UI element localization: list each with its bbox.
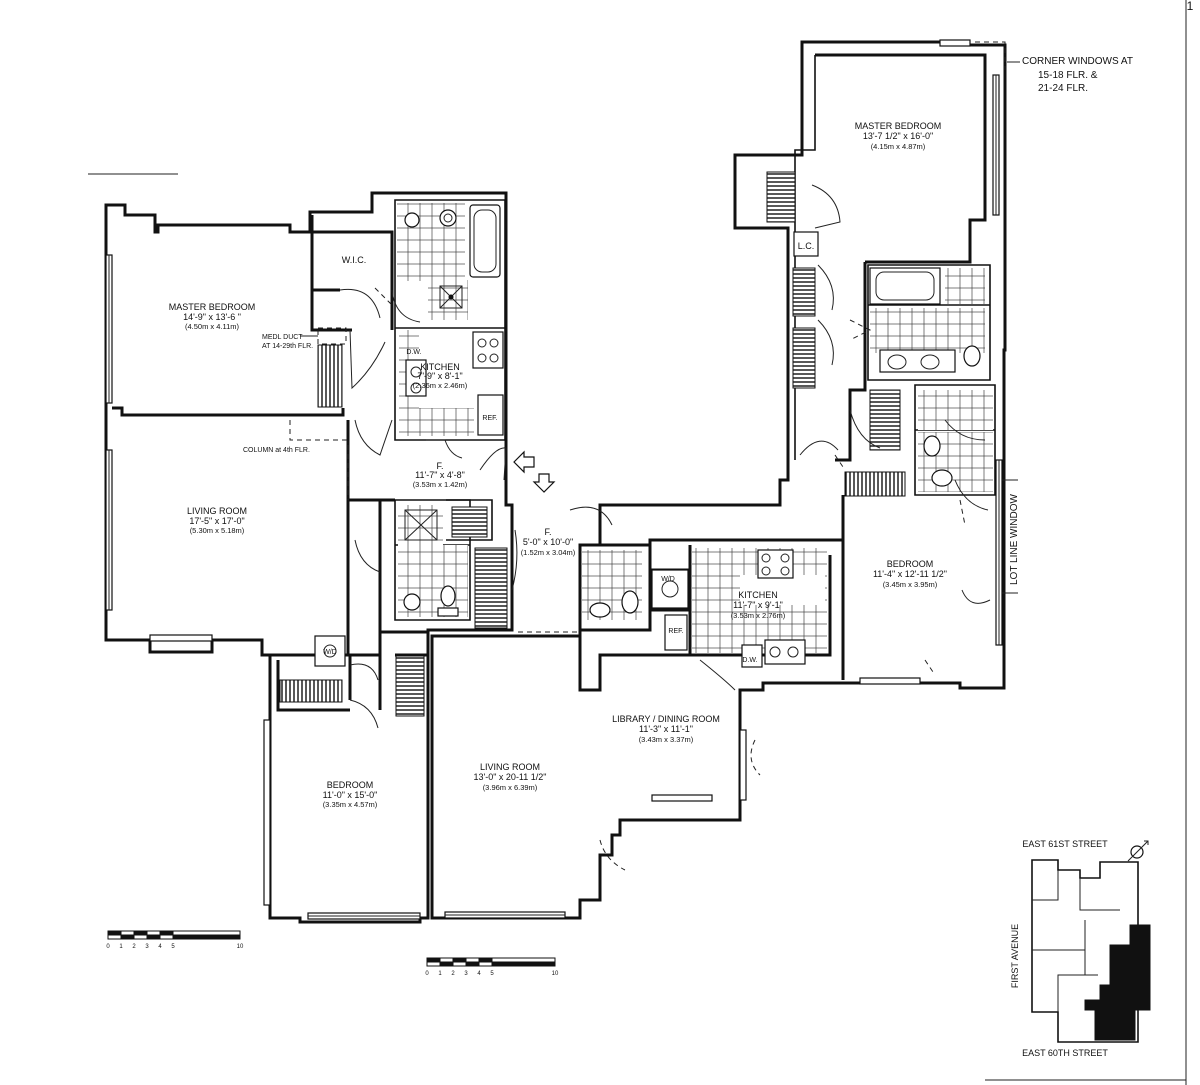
scale-left-label-10: 10	[237, 944, 244, 950]
key-plan: EAST 61ST STREET EAST 60TH STREET FIRST …	[1010, 839, 1151, 1058]
label-corner-windows: CORNER WINDOWS AT	[1022, 56, 1133, 67]
metric-master-bedroom-b: (4.15m x 4.87m)	[871, 142, 926, 151]
scale-left-label-5: 5	[171, 944, 175, 950]
unit-a-bath-upper	[397, 203, 501, 320]
label-master-bedroom-a: MASTER BEDROOM	[169, 302, 256, 312]
dims-bedroom-a: 11'-0" x 15'-0"	[323, 790, 378, 800]
dims-living-room-a: 17'-5" x 17'-0"	[189, 516, 244, 526]
scale-right-label-10: 10	[552, 971, 559, 977]
scale-right-label-4: 4	[477, 971, 481, 977]
label-wd-b: W/D	[661, 576, 675, 583]
dims-kitchen-a: 7'-9" x 8'-1"	[417, 371, 462, 381]
unit-a-bath-lower	[398, 505, 488, 617]
unit-b-labels: CORNER WINDOWS AT 15-18 FLR. & 21-24 FLR…	[474, 56, 1133, 792]
label-dw-b: D.W.	[742, 657, 757, 664]
unit-b-windows	[444, 39, 1006, 919]
dims-master-bedroom-a: 14'-9" x 13'-6 "	[183, 312, 241, 322]
metric-kitchen-b: (3.53m x 2.76m)	[731, 611, 786, 620]
unit-b-fixtures	[582, 171, 993, 668]
label-column-note: COLUMN at 4th FLR.	[243, 447, 310, 454]
unit-a-kitchen	[399, 330, 504, 436]
unit-b-doors	[511, 184, 991, 871]
label-master-bedroom-b: MASTER BEDROOM	[855, 121, 942, 131]
dims-bedroom-b: 11'-4" x 12'-11 1/2"	[873, 569, 947, 579]
label-dw-a: D.W.	[406, 349, 421, 356]
metric-library-dining: (3.43m x 3.37m)	[639, 735, 694, 744]
metric-foyer-b: (1.52m x 3.04m)	[521, 548, 576, 557]
unit-a-closets	[279, 327, 508, 717]
label-lot-line-window: LOT LINE WINDOW	[1009, 494, 1020, 585]
scale-bar-left: 0 1 2 3 4 5 10	[106, 930, 244, 950]
label-ref-a: REF.	[482, 415, 497, 422]
label-ref-b: REF.	[668, 628, 683, 635]
label-bedroom-b: BEDROOM	[887, 559, 934, 569]
label-wd-a: W/D	[323, 649, 337, 656]
dims-living-room-b: 13'-0" x 20-11 1/2"	[474, 772, 547, 782]
unit-a-labels: MASTER BEDROOM 14'-9" x 13'-6 " (4.50m x…	[169, 255, 498, 809]
label-foyer-a: F.	[436, 461, 443, 471]
label-living-room-b: LIVING ROOM	[480, 762, 540, 772]
label-corner-windows-floors-2: 21-24 FLR.	[1038, 83, 1088, 94]
label-living-room-a: LIVING ROOM	[187, 506, 247, 516]
metric-bedroom-a: (3.35m x 4.57m)	[323, 800, 378, 809]
scale-right-label-3: 3	[464, 971, 468, 977]
metric-master-bedroom-a: (4.50m x 4.11m)	[185, 322, 240, 331]
scale-right-label-5: 5	[490, 971, 494, 977]
page-number: 1	[1187, 0, 1194, 13]
north-arrow-icon	[1127, 840, 1149, 862]
dims-master-bedroom-b: 13'-7 1/2" x 16'-0"	[863, 131, 933, 141]
unit-a-doors	[289, 287, 507, 729]
dims-foyer-b: 5'-0" x 10'-0"	[523, 537, 573, 547]
scale-bar-right: 0 1 2 3 4 5 10	[425, 957, 559, 977]
label-kitchen-a: KITCHEN	[420, 362, 460, 372]
label-medical-duct: MEDL DUCT	[262, 334, 303, 341]
metric-living-room-a: (5.30m x 5.18m)	[190, 526, 245, 535]
scale-right-label-2: 2	[451, 971, 455, 977]
scale-left-label-1: 1	[119, 944, 123, 950]
dims-kitchen-b: 11'-7" x 9'-1"	[733, 600, 783, 610]
metric-living-room-b: (3.96m x 6.39m)	[483, 783, 538, 792]
key-plan-avenue: FIRST AVENUE	[1010, 924, 1020, 988]
scale-right-label-1: 1	[438, 971, 442, 977]
dims-library-dining: 11'-3" x 11'-1"	[639, 724, 693, 734]
scale-right-label-0: 0	[425, 971, 429, 977]
label-library-dining: LIBRARY / DINING ROOM	[612, 714, 720, 724]
key-plan-north-street: EAST 61ST STREET	[1022, 839, 1108, 849]
entry-arrows	[513, 450, 556, 493]
label-foyer-b: F.	[544, 527, 551, 537]
label-kitchen-b: KITCHEN	[738, 590, 778, 600]
metric-kitchen-a: (2.36m x 2.46m)	[413, 381, 468, 390]
dims-foyer-a: 11'-7" x 4'-8"	[415, 470, 465, 480]
label-linen-closet: L.C.	[798, 241, 815, 251]
label-bedroom-a: BEDROOM	[327, 780, 374, 790]
key-plan-south-street: EAST 60TH STREET	[1022, 1048, 1108, 1058]
label-corner-windows-floors-1: 15-18 FLR. &	[1038, 70, 1098, 81]
scale-left-label-2: 2	[132, 944, 136, 950]
scale-left-label-3: 3	[145, 944, 149, 950]
scale-left-label-0: 0	[106, 944, 110, 950]
label-medical-duct-floors: AT 14-29th FLR.	[262, 343, 313, 350]
unit-a-walls	[104, 191, 514, 924]
label-wic-a: W.I.C.	[342, 255, 367, 265]
metric-bedroom-b: (3.45m x 3.95m)	[883, 580, 938, 589]
metric-foyer-a: (3.53m x 1.42m)	[413, 480, 468, 489]
unit-a-windows	[105, 254, 421, 920]
scale-left-label-4: 4	[158, 944, 162, 950]
